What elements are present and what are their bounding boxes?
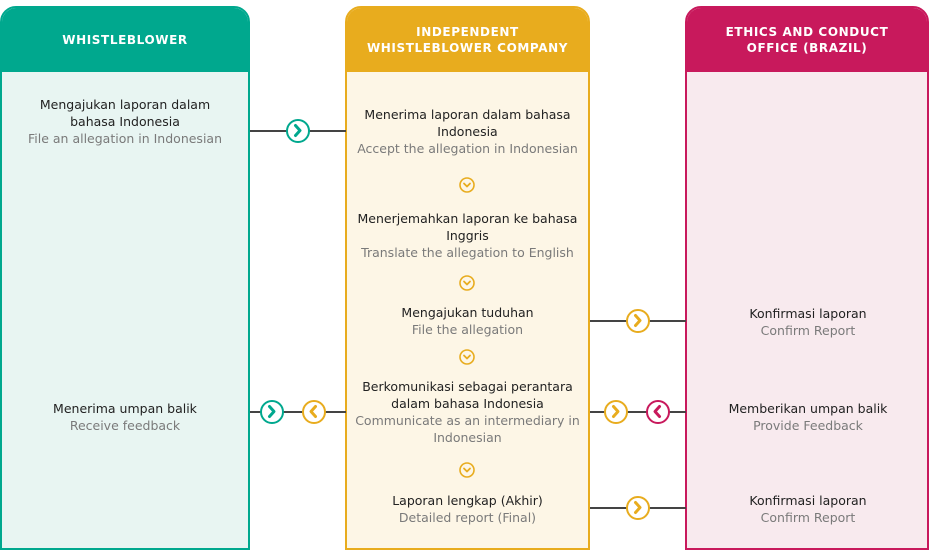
- chevron-left-icon: [302, 400, 326, 424]
- step-confirm-report-final: Konfirmasi laporan Confirm Report: [695, 492, 921, 526]
- lane-whistleblower: WHISTLEBLOWER: [0, 6, 250, 550]
- step-text-indonesian: Berkomunikasi sebagai perantara dalam ba…: [362, 379, 573, 411]
- step-detailed-report: Laporan lengkap (Akhir) Detailed report …: [350, 492, 585, 526]
- connector-line: [250, 411, 346, 413]
- step-text-english: Accept the allegation in Indonesian: [357, 141, 578, 156]
- step-text-indonesian: Mengajukan tuduhan: [401, 305, 534, 320]
- step-text-english: Confirm Report: [760, 510, 856, 525]
- chevron-down-icon: [459, 462, 475, 478]
- step-text-indonesian: Mengajukan laporan dalam bahasa Indonesi…: [39, 97, 211, 129]
- step-text-indonesian: Menerima umpan balik: [53, 401, 197, 416]
- step-provide-feedback: Memberikan umpan balik Provide Feedback: [695, 400, 921, 434]
- lane-company-title: INDEPENDENT WHISTLEBLOWER COMPANY: [347, 8, 588, 72]
- chevron-down-icon: [459, 177, 475, 193]
- step-text-indonesian: Menerjemahkan laporan ke bahasa Inggris: [357, 211, 578, 243]
- lane-independent-company: INDEPENDENT WHISTLEBLOWER COMPANY: [345, 6, 590, 550]
- step-text-english: File an allegation in Indonesian: [28, 131, 222, 146]
- step-text-english: Confirm Report: [760, 323, 856, 338]
- step-text-english: File the allegation: [411, 322, 524, 337]
- step-text-indonesian: Menerima laporan dalam bahasa Indonesia: [364, 107, 571, 139]
- chevron-right-icon: [626, 309, 650, 333]
- step-text-english: Translate the allegation to English: [361, 245, 574, 260]
- step-text-indonesian: Memberikan umpan balik: [728, 401, 888, 416]
- step-text-english: Provide Feedback: [753, 418, 863, 433]
- step-text-indonesian: Konfirmasi laporan: [749, 306, 867, 321]
- step-accept-allegation: Menerima laporan dalam bahasa Indonesia …: [350, 106, 585, 157]
- step-file-allegation: Mengajukan laporan dalam bahasa Indonesi…: [20, 96, 230, 147]
- chevron-right-icon: [286, 119, 310, 143]
- chevron-down-icon: [459, 349, 475, 365]
- step-translate-allegation: Menerjemahkan laporan ke bahasa Inggris …: [350, 210, 585, 261]
- step-text-english: Detailed report (Final): [398, 510, 537, 525]
- step-confirm-report: Konfirmasi laporan Confirm Report: [695, 305, 921, 339]
- lane-whistleblower-title: WHISTLEBLOWER: [2, 8, 248, 72]
- connector-line: [590, 411, 686, 413]
- step-text-indonesian: Laporan lengkap (Akhir): [392, 493, 543, 508]
- chevron-down-icon: [459, 275, 475, 291]
- step-text-indonesian: Konfirmasi laporan: [749, 493, 867, 508]
- chevron-right-icon: [260, 400, 284, 424]
- lane-ethics-office: ETHICS AND CONDUCT OFFICE (BRAZIL): [685, 6, 929, 550]
- lane-ethics-title: ETHICS AND CONDUCT OFFICE (BRAZIL): [687, 8, 927, 72]
- step-text-english: Communicate as an intermediary in Indone…: [355, 413, 580, 445]
- step-file-allegation-company: Mengajukan tuduhan File the allegation: [350, 304, 585, 338]
- chevron-left-icon: [646, 400, 670, 424]
- step-communicate-intermediary: Berkomunikasi sebagai perantara dalam ba…: [350, 378, 585, 446]
- step-receive-feedback: Menerima umpan balik Receive feedback: [20, 400, 230, 434]
- chevron-right-icon: [626, 496, 650, 520]
- chevron-right-icon: [604, 400, 628, 424]
- step-text-english: Receive feedback: [69, 418, 181, 433]
